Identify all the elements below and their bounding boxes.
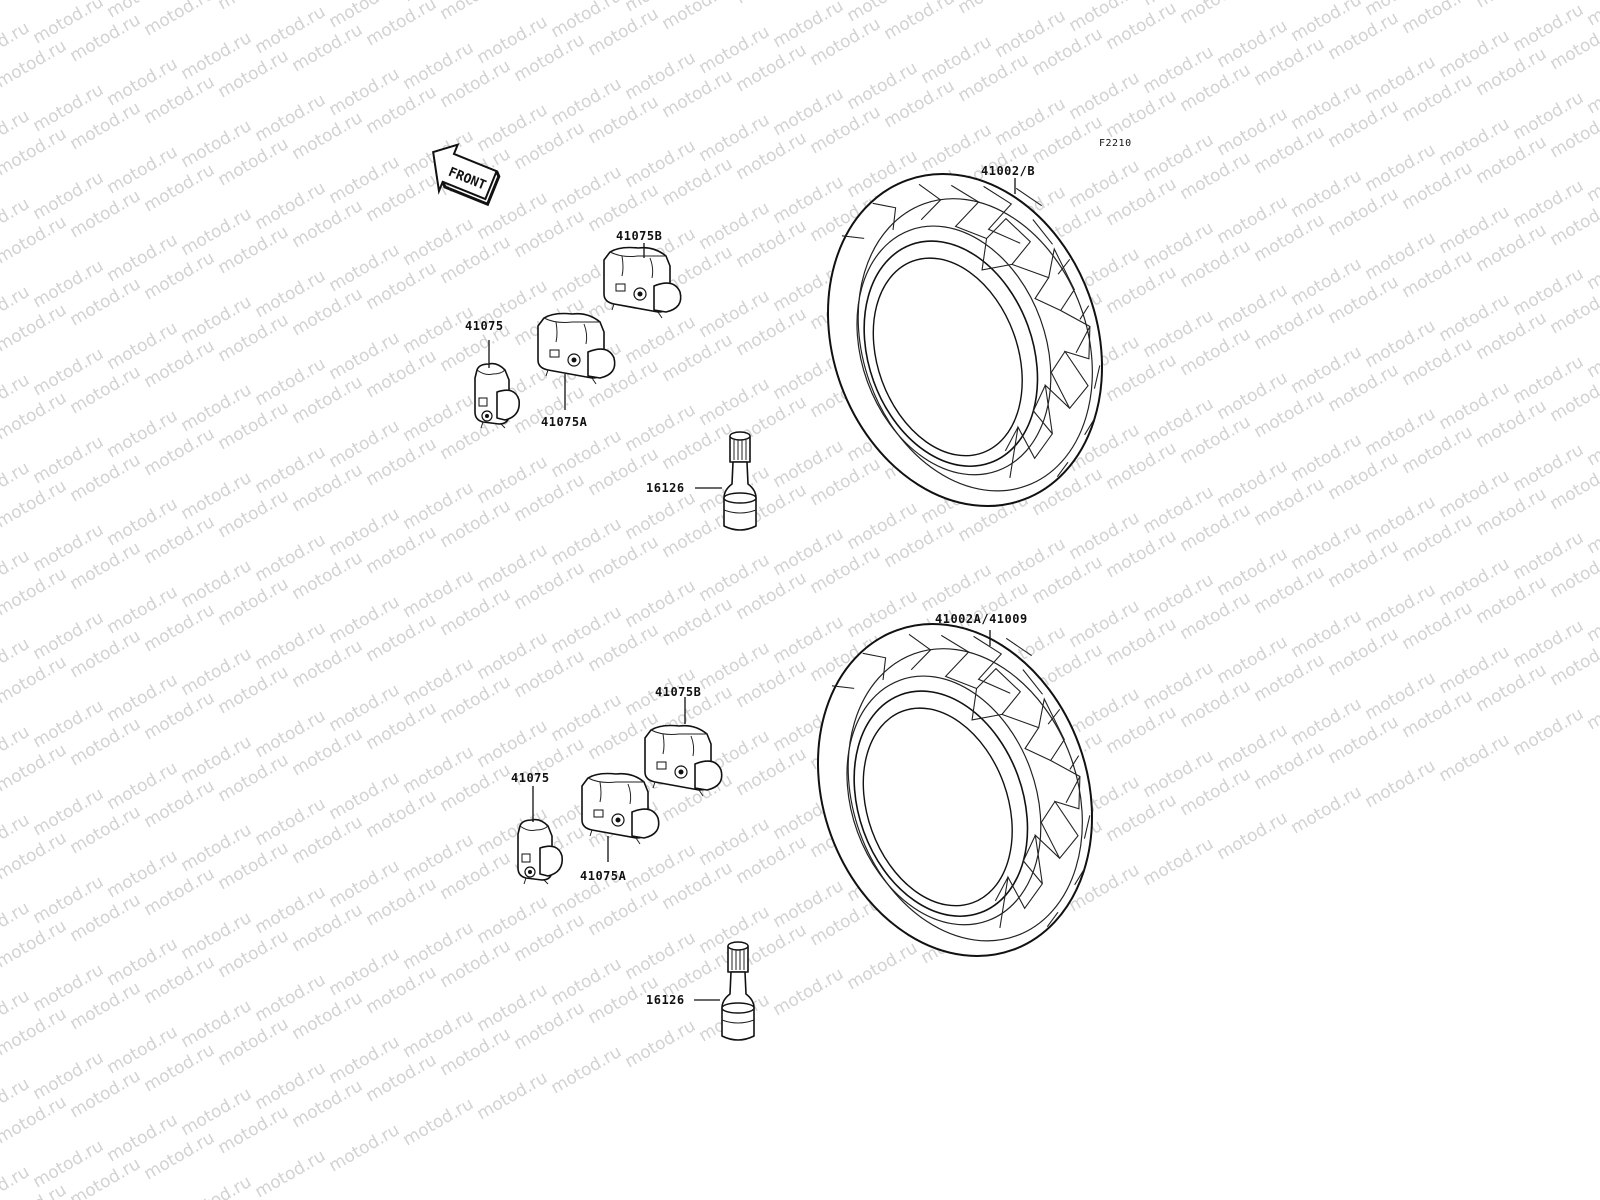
watermark-text: motod.ru [1510,704,1588,760]
watermark-text: motod.ru [659,0,737,34]
watermark-text: motod.ru [1584,414,1600,470]
watermark-text: motod.ru [1584,326,1600,382]
watermark-text: motod.ru [1177,0,1255,28]
weight-label-rear: 41075 [511,771,550,785]
watermark-text: motod.ru [474,1068,552,1124]
watermark-text: motod.ru [326,1120,404,1176]
valve-label-rear: 16126 [646,993,685,1007]
watermark-text: motod.ru [622,1016,700,1072]
watermark-text: motod.ru [178,1172,256,1200]
weight-label: 41075 [465,319,504,333]
watermark-text: motod.ru [1584,150,1600,206]
diagram-code: F2210 [1099,138,1132,149]
watermark-text: motod.ru [1584,0,1600,30]
watermark-text: motod.ru [252,1146,330,1200]
watermark-text: motod.ru [1473,0,1551,12]
weight-b-label: 41075B [616,229,662,243]
balance-weight [474,362,521,429]
weight-b-label-rear: 41075B [655,685,701,699]
watermark-text: motod.ru [1584,678,1600,734]
tire-front-label: 41002/B [981,164,1035,178]
watermark-text: motod.ru [1584,502,1600,558]
watermark-text: motod.ru [733,0,811,8]
watermark-text: motod.ru [0,0,70,4]
watermark-text: motod.ru [1214,808,1292,864]
watermark-text: motod.ru [1362,756,1440,812]
watermark-text: motod.ru [844,938,922,994]
watermark-text: motod.ru [955,0,1033,18]
watermark-text: motod.ru [1288,782,1366,838]
watermark-text: motod.ru [1584,238,1600,294]
watermark-text: motod.ru [1584,590,1600,646]
watermark-text: motod.ru [400,1094,478,1150]
balance-weight-a [537,312,616,385]
watermark-text: motod.ru [141,0,219,40]
weight-a-label: 41075A [541,415,588,429]
watermark-text: motod.ru [215,0,293,14]
front-arrow-icon: FRONT [432,143,501,207]
top-group: 41002/B 41075B 41075A 41075 16126 [465,134,1149,546]
watermark-text: motod.ru [1140,834,1218,890]
watermark-text: motod.ru [770,964,848,1020]
watermark-text: motod.ru [1584,62,1600,118]
watermark-text: motod.ru [1399,0,1477,38]
watermark-text: motod.ru [548,1042,626,1098]
watermark-text: motod.ru [1251,0,1329,2]
tire-rear-label: 41002A/41009 [935,612,1028,626]
watermark-text: motod.ru [1436,730,1514,786]
watermark-text: motod.ru [437,0,515,24]
weight-a-label-rear: 41075A [580,869,627,883]
watermark-text: motod.ru [0,1162,33,1200]
bottom-group: 41002A/41009 41075B 41075A 41075 16126 [511,584,1139,1041]
valve-label: 16126 [646,481,685,495]
watermark-text: motod.ru [881,0,959,44]
